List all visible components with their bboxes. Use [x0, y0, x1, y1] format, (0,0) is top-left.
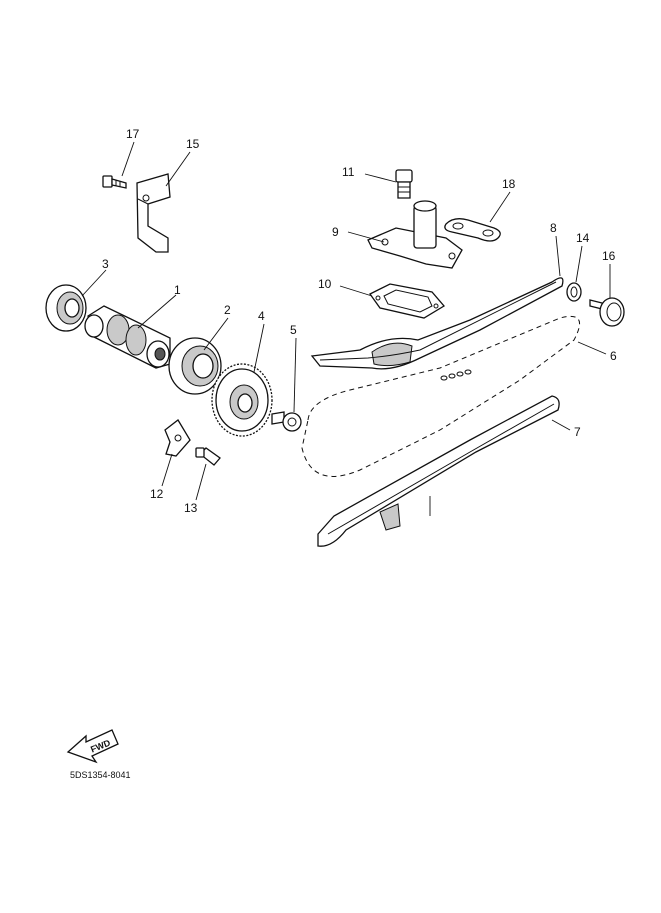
part-1-camshaft[interactable] [84, 305, 171, 369]
part-10-gasket[interactable] [369, 283, 445, 319]
part-12-plate[interactable] [164, 419, 191, 457]
part-2-bearing[interactable] [168, 337, 222, 395]
callout-10: 10 [318, 277, 332, 291]
callout-16: 16 [602, 249, 616, 263]
callout-15: 15 [186, 137, 200, 151]
callout-labels: 1 2 3 4 5 6 7 8 9 10 11 12 13 14 15 16 1… [102, 127, 617, 515]
drawing-code: 5DS1354-8041 [70, 770, 131, 780]
callout-8: 8 [550, 221, 557, 235]
callout-13: 13 [184, 501, 198, 515]
part-9-tensioner[interactable] [367, 200, 463, 269]
callout-2: 2 [224, 303, 231, 317]
callout-11: 11 [342, 165, 355, 179]
callout-4: 4 [258, 309, 265, 323]
callout-6: 6 [610, 349, 617, 363]
part-15-bracket[interactable] [136, 173, 171, 253]
part-5-bolt[interactable] [271, 411, 302, 432]
part-13-bolt[interactable] [195, 447, 221, 466]
callout-14: 14 [576, 231, 590, 245]
part-3-bearing[interactable] [45, 284, 87, 332]
part-4-cam-sprocket[interactable] [211, 363, 273, 437]
part-17-bolt[interactable] [102, 175, 127, 189]
part-7-chain-guide[interactable] [317, 395, 560, 547]
callout-17: 17 [126, 127, 140, 141]
part-6-timing-chain[interactable] [301, 315, 581, 477]
callout-7: 7 [574, 425, 581, 439]
callout-12: 12 [150, 487, 164, 501]
part-18-plate[interactable] [444, 218, 501, 242]
part-11-bolt[interactable] [395, 169, 413, 199]
part-8-guide[interactable] [310, 277, 564, 370]
callout-1: 1 [174, 283, 181, 297]
chain-link-detail [440, 369, 472, 381]
callout-18: 18 [502, 177, 516, 191]
part-14-o-ring[interactable] [566, 282, 582, 302]
callout-3: 3 [102, 257, 109, 271]
callout-9: 9 [332, 225, 339, 239]
callout-5: 5 [290, 323, 297, 337]
fwd-arrow-icon: FWD [66, 729, 119, 764]
part-16-cap-bolt[interactable] [589, 297, 625, 327]
leader-lines [81, 141, 611, 516]
